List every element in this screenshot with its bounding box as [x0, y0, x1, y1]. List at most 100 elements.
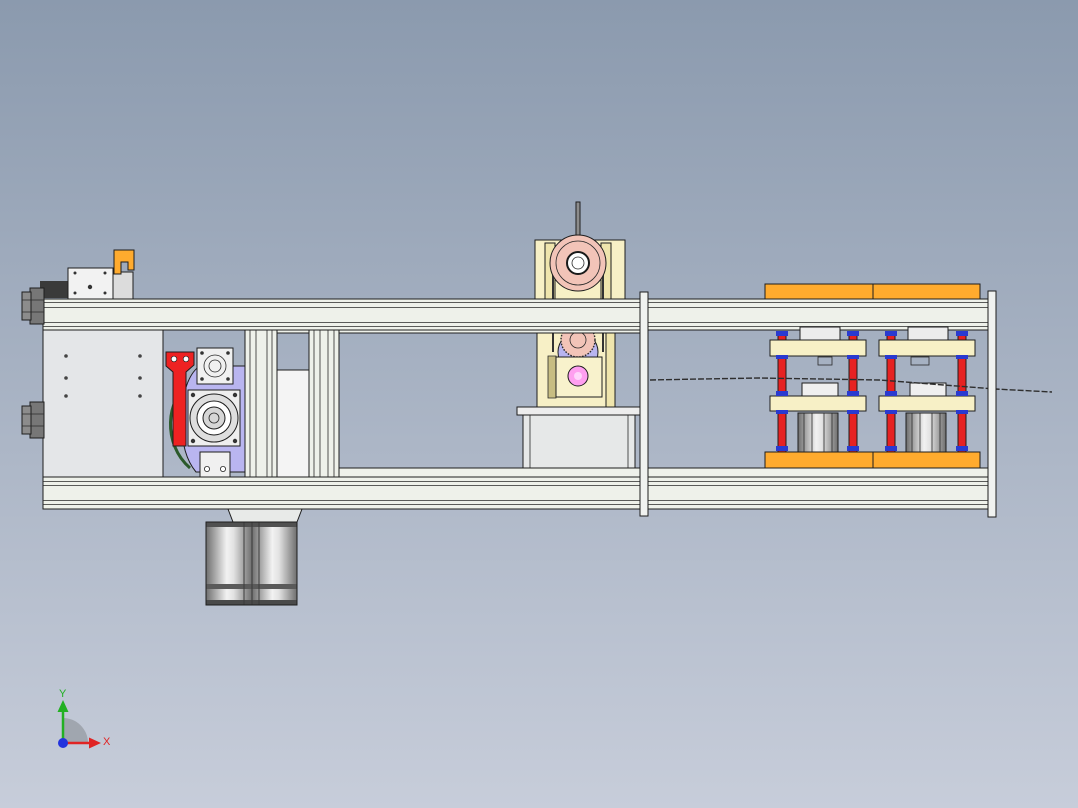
- coordinate-triad: Y X: [57, 688, 111, 749]
- press-plate-upper-right: [878, 339, 976, 357]
- press-unit[interactable]: [764, 283, 981, 469]
- tensioner-base-plate: [516, 406, 641, 416]
- frame-inner-bottom-rail: [338, 467, 989, 478]
- motor-lower-left: [206, 589, 252, 600]
- press-cylinder-left-ribs: [803, 413, 833, 452]
- upright-grooves: [249, 330, 273, 477]
- adapter-bore: [208, 359, 222, 373]
- screw: [103, 291, 107, 295]
- z-axis-origin-dot: [58, 738, 68, 748]
- cable-gland-upper[interactable]: [21, 281, 68, 325]
- x-axis-label: X: [103, 736, 111, 748]
- release-lever[interactable]: [165, 351, 195, 447]
- bolt: [190, 438, 196, 444]
- flange-shaft-center: [208, 412, 220, 424]
- machine-assembly[interactable]: [21, 201, 1053, 606]
- screw: [103, 271, 107, 275]
- bolt: [226, 377, 230, 381]
- triad-plane-indicator: [63, 718, 88, 743]
- pad-bottom-right: [872, 451, 981, 469]
- pad-bottom-left: [764, 451, 874, 469]
- column-bands: [847, 331, 859, 451]
- pad-top-left: [764, 283, 874, 300]
- press-yellow-tab-left: [817, 356, 833, 366]
- motor-half-left: [206, 527, 252, 584]
- tensioner-lower-strip: [605, 329, 616, 409]
- y-axis-arrow-head: [57, 700, 69, 712]
- sensor-screws: [73, 271, 107, 295]
- gland-nut: [29, 401, 45, 439]
- upper-pulley-face: [555, 240, 601, 286]
- frame-upright-left[interactable]: [244, 329, 278, 478]
- left-end-plate-body: [42, 329, 164, 478]
- bolt: [232, 438, 238, 444]
- bolt: [226, 351, 230, 355]
- foot-bolt: [203, 465, 210, 472]
- sensor-block-top-left[interactable]: [67, 249, 135, 300]
- gland-facets: [22, 299, 44, 313]
- motor-outline: [205, 521, 298, 606]
- frame-top-rail[interactable]: [42, 298, 989, 331]
- bottom-rail-grooves: [43, 481, 990, 505]
- screw: [64, 354, 68, 358]
- screw: [64, 376, 68, 380]
- upright-grooves: [313, 330, 335, 477]
- tensioner-stand-edges: [529, 415, 629, 470]
- eccentric-pin-center: [574, 372, 582, 380]
- column-bands: [776, 331, 788, 451]
- bolt: [232, 392, 238, 398]
- bolt: [200, 377, 204, 381]
- upper-pulley-center: [575, 260, 581, 266]
- tensioner-stand: [522, 414, 636, 471]
- press-cylinder-right-ribs: [911, 413, 941, 452]
- press-cylinder-left: [797, 412, 839, 453]
- press-cylinder-right: [905, 412, 947, 453]
- adapter-bolts: [200, 351, 230, 381]
- orange-bracket: [113, 249, 135, 275]
- upper-pulley-bore: [571, 256, 585, 270]
- screw: [73, 291, 77, 295]
- press-top-block-left: [799, 326, 841, 341]
- x-axis-arrow-head: [89, 737, 101, 749]
- sensor-port: [87, 284, 93, 290]
- top-rail-profile: [42, 298, 989, 331]
- cable-gland-lower[interactable]: [21, 401, 45, 439]
- screw: [138, 354, 142, 358]
- bolt: [200, 351, 204, 355]
- spacer-block[interactable]: [276, 369, 310, 478]
- gland-cap: [21, 291, 32, 321]
- adapter-ring: [203, 354, 227, 378]
- lever-hole: [170, 355, 178, 363]
- upright-profile: [308, 329, 340, 478]
- motor-connector: [227, 508, 303, 523]
- lever-hole: [182, 355, 190, 363]
- foot-bolt: [219, 465, 226, 472]
- gearbox-assembly[interactable]: [165, 347, 246, 478]
- press-plate-lower-left: [769, 395, 867, 412]
- screw: [138, 376, 142, 380]
- top-rail-grooves: [43, 302, 988, 327]
- press-yellow-tab-right: [910, 356, 930, 366]
- press-plate-lower-right: [878, 395, 976, 412]
- end-plate-right[interactable]: [987, 290, 997, 518]
- pad-top-right: [872, 283, 981, 300]
- motor-seams: [243, 522, 260, 605]
- gland-cap: [21, 405, 32, 435]
- bolt: [190, 392, 196, 398]
- divider-plate[interactable]: [639, 291, 649, 517]
- column-bands: [885, 331, 897, 451]
- press-top-block-right: [907, 326, 949, 341]
- left-end-plate-screws: [64, 354, 142, 398]
- y-axis-label: Y: [59, 688, 67, 700]
- flange-bolts: [190, 392, 238, 444]
- press-plate-upper-left: [769, 339, 867, 357]
- wire-strand: [649, 377, 1053, 393]
- column-bands: [956, 331, 968, 451]
- drive-motor[interactable]: [205, 508, 303, 606]
- left-end-plate[interactable]: [42, 329, 164, 478]
- screw: [73, 271, 77, 275]
- motor-lower-right: [252, 589, 297, 600]
- frame-upright-right[interactable]: [308, 329, 340, 478]
- frame-bottom-rail[interactable]: [42, 476, 991, 510]
